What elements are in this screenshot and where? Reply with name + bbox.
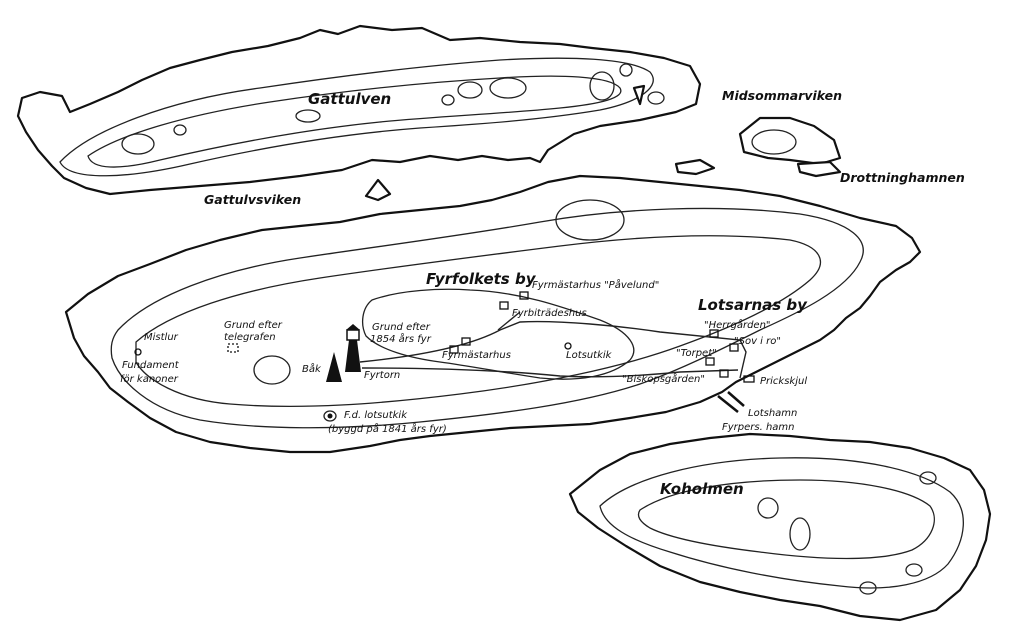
label-lotshamn: Lotshamn: [748, 408, 797, 419]
building-prickskjul: [743, 375, 755, 383]
building-pavelund: [519, 291, 529, 300]
building-herrgarden: [709, 329, 719, 338]
label-fyrmastarhus-pavelund: Fyrmästarhus "Påvelund": [532, 278, 659, 291]
label-fyrbitradeshus: Fyrbiträdeshus: [512, 308, 587, 319]
buildings: [134, 291, 755, 419]
building-fyrbitradeshus: [499, 301, 509, 310]
label-koholmen: Koholmen: [660, 480, 744, 498]
island-main: [64, 174, 922, 454]
label-bak: Båk: [302, 362, 322, 375]
fog-horn-icon: [134, 348, 142, 356]
label-gattulvsviken: Gattulvsviken: [204, 192, 301, 207]
island-gattulven: [16, 24, 702, 196]
label-fd-lotsutkik-1: F.d. lotsutkik: [344, 410, 408, 421]
label-prickskjul: Prickskjul: [760, 376, 807, 387]
label-fyrpers-hamn: Fyrpers. hamn: [722, 422, 795, 433]
label-mistlur: Mistlur: [144, 332, 179, 343]
label-fundament-2: för kanoner: [120, 374, 179, 385]
telegraf-ruin: [227, 343, 239, 353]
label-grund-telegraf-1: Grund efter: [224, 320, 283, 331]
label-grund-telegraf-2: telegrafen: [224, 332, 276, 343]
label-fyrfolkets-by: Fyrfolkets by: [426, 270, 537, 288]
label-fundament-1: Fundament: [122, 360, 180, 371]
label-fyrmastarhus: Fyrmästarhus: [442, 350, 511, 361]
label-lotsutkik: Lotsutkik: [566, 350, 613, 361]
label-fyrtorn: Fyrtorn: [364, 370, 400, 381]
label-biskopsgarden: "Biskopsgården": [622, 372, 705, 385]
label-fd-lotsutkik-2: (byggd på 1841 års fyr): [328, 422, 447, 435]
lighthouse-icon: [345, 324, 361, 372]
label-midsommarviken: Midsommarviken: [722, 88, 842, 103]
label-gattulven: Gattulven: [308, 90, 391, 108]
building-fyrmastarhus-2: [449, 345, 459, 354]
island-koholmen: [568, 432, 992, 622]
label-sov-i-ro: "Sov i ro": [734, 336, 781, 347]
label-drottninghamnen: Drottninghamnen: [840, 170, 965, 185]
label-grund-fyr-1: Grund efter: [372, 322, 431, 333]
label-grund-fyr-2: 1854 års fyr: [370, 332, 432, 345]
label-torpet: "Torpet": [676, 348, 717, 359]
label-herrgarden: "Herrgården": [704, 318, 771, 331]
pier-icon: [717, 391, 745, 413]
island-northeast: [364, 116, 842, 202]
lookout-icon: [564, 342, 572, 350]
building-fyrmastarhus: [461, 337, 471, 346]
building-biskopsgarden: [719, 369, 729, 378]
former-lookout-icon: [327, 413, 333, 419]
label-lotsarnas-by: Lotsarnas by: [698, 296, 808, 314]
building-torpet: [705, 357, 715, 366]
beacon-icon: [326, 352, 342, 382]
building-sov-i-ro: [729, 343, 739, 352]
